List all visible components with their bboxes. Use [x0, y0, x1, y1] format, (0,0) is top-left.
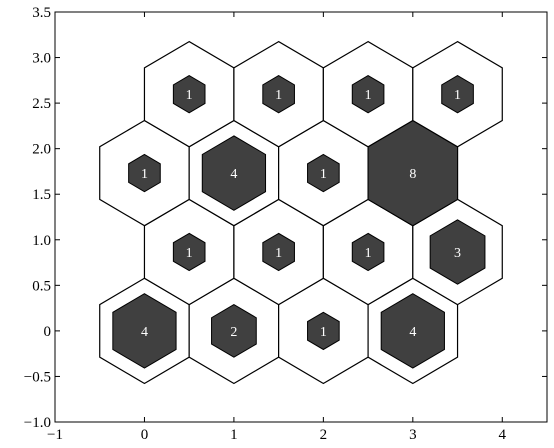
hit-hexagon: [201, 135, 267, 211]
neuron-14: 1: [322, 40, 414, 148]
hit-hexagon: [211, 304, 257, 358]
hit-count-label: 1: [320, 167, 327, 182]
y-tick-label: 0.5: [32, 278, 51, 294]
y-tick-label: 2.0: [32, 142, 51, 158]
hit-hexagon: [307, 153, 340, 193]
y-tick-label: 3.5: [32, 5, 51, 21]
hit-hexagon: [351, 74, 385, 114]
hit-count-label: 8: [409, 167, 416, 182]
hit-hexagon: [172, 74, 206, 114]
hit-hexagon: [112, 293, 177, 369]
hit-count-label: 1: [275, 88, 282, 103]
neuron-1: 2: [188, 277, 280, 385]
x-tick-label: 1: [230, 427, 238, 443]
hit-hexagon: [262, 232, 295, 272]
hit-hexagon: [262, 74, 295, 114]
hit-count-label: 1: [454, 88, 461, 103]
neuron-11: 8: [367, 119, 459, 227]
hit-hexagon: [307, 311, 340, 351]
hit-count-label: 1: [141, 167, 148, 182]
hit-count-label: 4: [409, 325, 416, 340]
x-tick-label: 2: [320, 427, 328, 443]
hit-hexagon: [351, 232, 385, 272]
neuron-7: 3: [412, 198, 503, 306]
plot-frame: [54, 11, 548, 423]
hit-count-label: 4: [141, 325, 148, 340]
hit-count-label: 3: [454, 246, 461, 261]
x-tick-label: 3: [409, 427, 417, 443]
hit-count-label: 4: [230, 167, 237, 182]
y-tick-label: 1.0: [32, 233, 51, 249]
y-tick-label: 1.5: [32, 187, 51, 203]
y-tick-label: 2.5: [32, 96, 51, 112]
neuron-12: 1: [143, 40, 235, 148]
hit-hexagon: [172, 232, 206, 272]
axes: −1 0 1 2 3 4 −1.0 −0.5 0 0.5 1.0 1.5 2.0 2.5 3.0 3.5: [24, 5, 548, 443]
neuron-8: 1: [99, 119, 190, 227]
y-tick-label: 3.0: [32, 51, 51, 67]
hit-count-label: 1: [365, 88, 372, 103]
neuron-15: 1: [412, 40, 503, 148]
y-tick-label: −1.0: [24, 415, 51, 431]
y-tick-label: −0.5: [24, 369, 51, 385]
x-tick-label: 0: [141, 427, 149, 443]
neuron-cells: 4 2 1 4 1 1 1 3 1 4 1 8 1 1 1 1: [99, 40, 503, 385]
hit-count-label: 1: [365, 246, 372, 261]
x-tick-label: 4: [499, 427, 507, 443]
hit-hexagon: [441, 74, 474, 114]
neuron-9: 4: [188, 119, 280, 227]
hit-count-label: 1: [186, 246, 193, 261]
neuron-3: 4: [367, 277, 459, 385]
neuron-6: 1: [322, 198, 414, 306]
neuron-10: 1: [278, 119, 369, 227]
hit-count-label: 1: [275, 246, 282, 261]
hit-count-label: 1: [320, 325, 327, 340]
hit-hexagon: [380, 293, 445, 369]
hit-hexagon: [429, 219, 486, 285]
neuron-0: 4: [99, 277, 190, 385]
y-tick-label: 0: [44, 324, 52, 340]
x-tick-label: −1: [47, 427, 63, 443]
hit-hexagon: [128, 153, 161, 193]
hit-count-label: 2: [230, 325, 237, 340]
hit-count-label: 1: [186, 88, 193, 103]
neuron-13: 1: [233, 40, 324, 148]
